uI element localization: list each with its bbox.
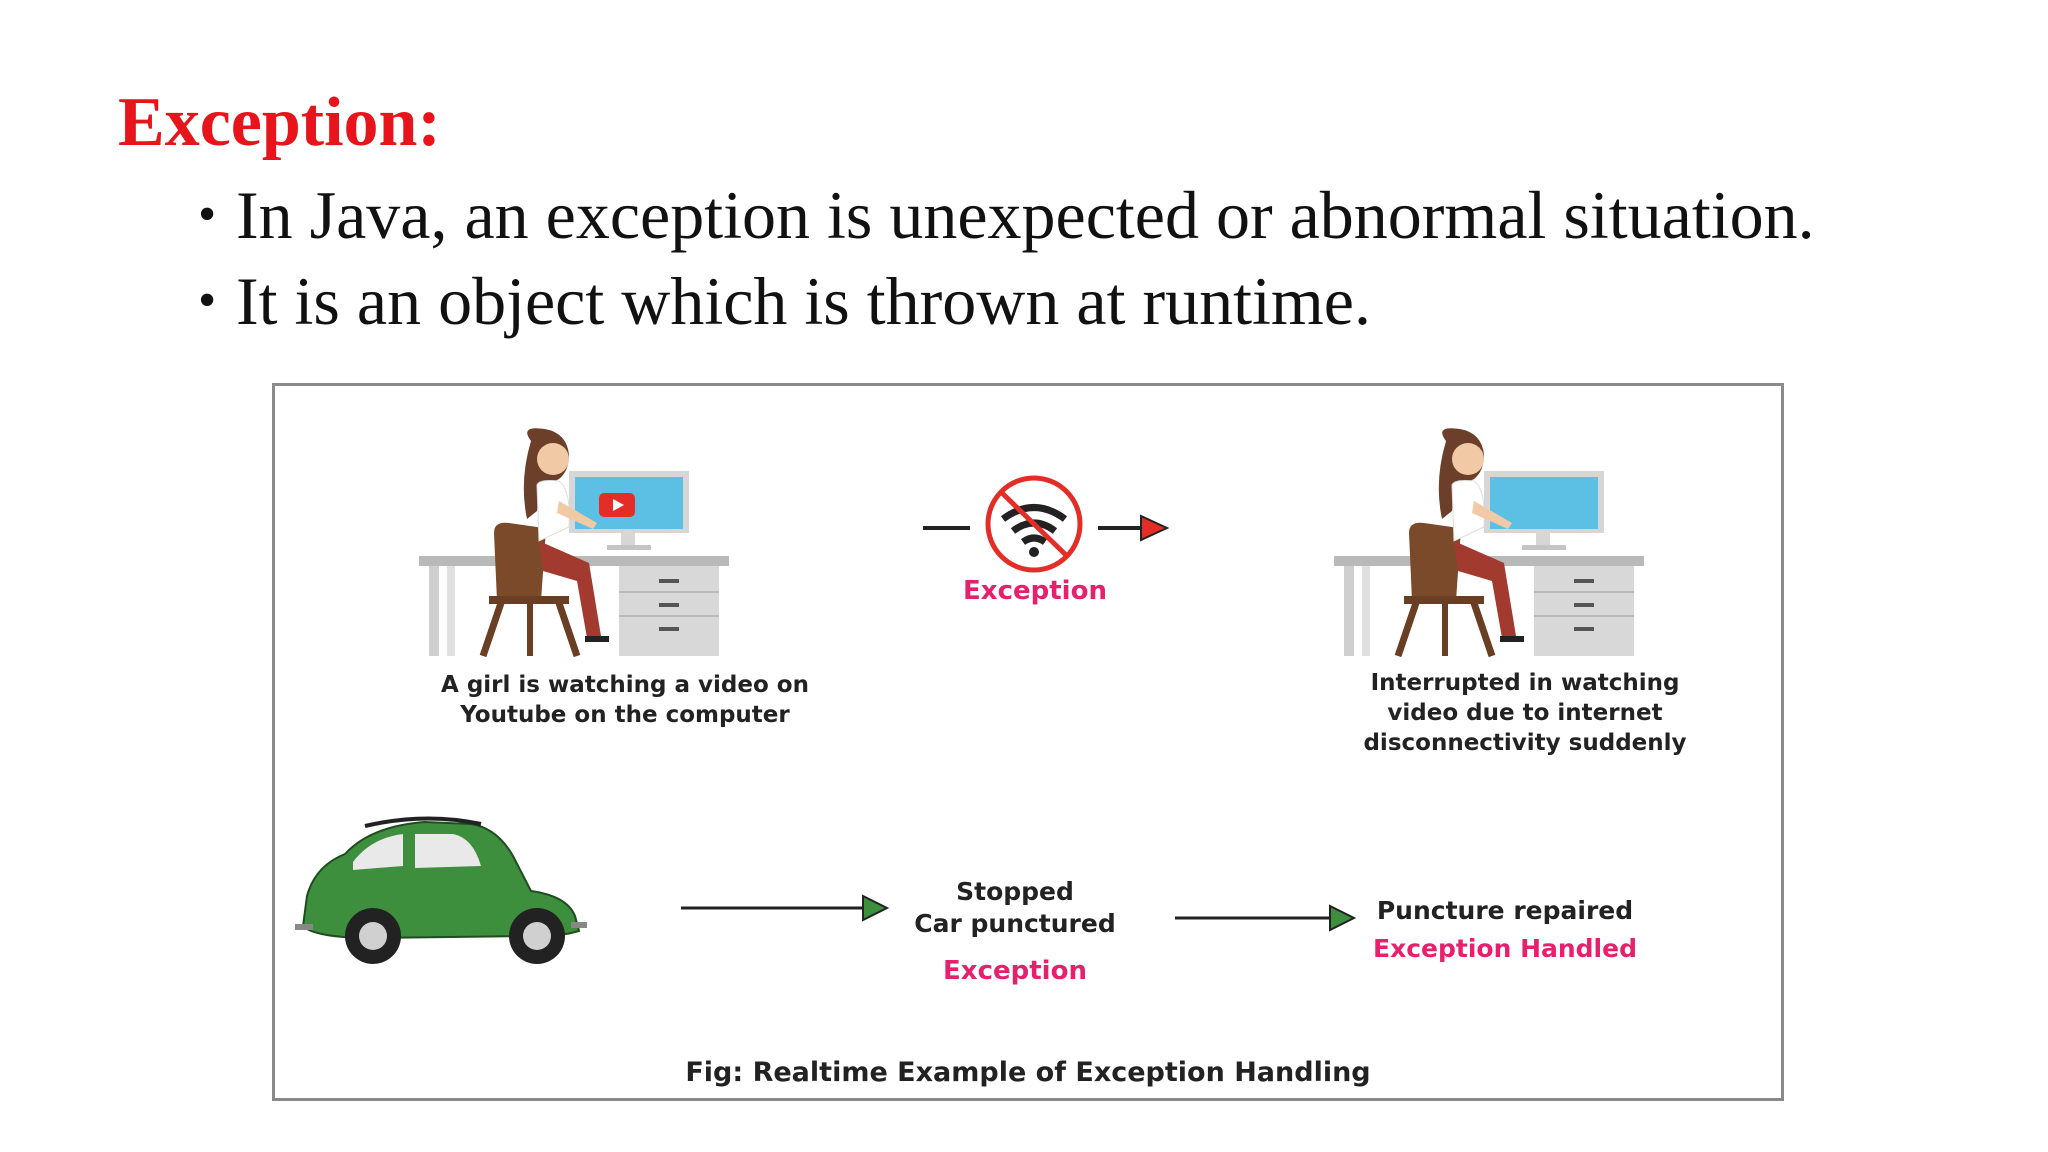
no-wifi-arrow	[923, 475, 1170, 573]
bullet-dot: •	[198, 272, 217, 329]
caption-line: video due to internet	[1387, 700, 1663, 726]
caption-line: Stopped	[956, 877, 1074, 906]
bullet-list: • In Java, an exception is unexpected or…	[198, 172, 1815, 344]
car-exception-label: Exception	[943, 956, 1087, 986]
caption-line: A girl is watching a video on	[441, 672, 809, 698]
wifi-exception-label: Exception	[963, 576, 1107, 606]
girl-interrupted-icon	[1334, 428, 1644, 656]
left-caption: A girl is watching a video on Youtube on…	[365, 670, 885, 730]
no-wifi-icon	[985, 475, 1083, 573]
caption-line: Puncture repaired	[1376, 896, 1634, 925]
girl-watching-icon	[419, 428, 729, 656]
right-caption: Interrupted in watching video due to int…	[1265, 668, 1785, 758]
caption-line: Youtube on the computer	[460, 702, 790, 728]
figure-caption: Fig: Realtime Example of Exception Handl…	[685, 1057, 1371, 1088]
bullet-item: • It is an object which is thrown at run…	[198, 258, 1815, 344]
puncture-caption: Puncture repaired Exception Handled	[1315, 892, 1695, 968]
exception-handled-label: Exception Handled	[1373, 934, 1637, 963]
bullet-text: In Java, an exception is unexpected or a…	[236, 177, 1815, 253]
bullet-item: • In Java, an exception is unexpected or…	[198, 172, 1815, 258]
caption-line: Car punctured	[914, 909, 1116, 938]
caption-line: Interrupted in watching	[1370, 670, 1680, 696]
bullet-dot: •	[198, 186, 217, 243]
stopped-caption: Stopped Car punctured	[865, 876, 1165, 940]
car-arrow	[681, 894, 890, 922]
repair-arrow	[1175, 904, 1357, 932]
car-icon	[295, 816, 587, 964]
caption-line: disconnectivity suddenly	[1363, 730, 1687, 756]
exception-figure: A girl is watching a video on Youtube on…	[272, 383, 1784, 1101]
bullet-text: It is an object which is thrown at runti…	[236, 263, 1371, 339]
arrow-head-icon	[1329, 904, 1357, 932]
arrow-head-icon	[1140, 514, 1170, 542]
slide-heading: Exception:	[118, 84, 441, 161]
arrow-head-icon	[862, 894, 890, 922]
